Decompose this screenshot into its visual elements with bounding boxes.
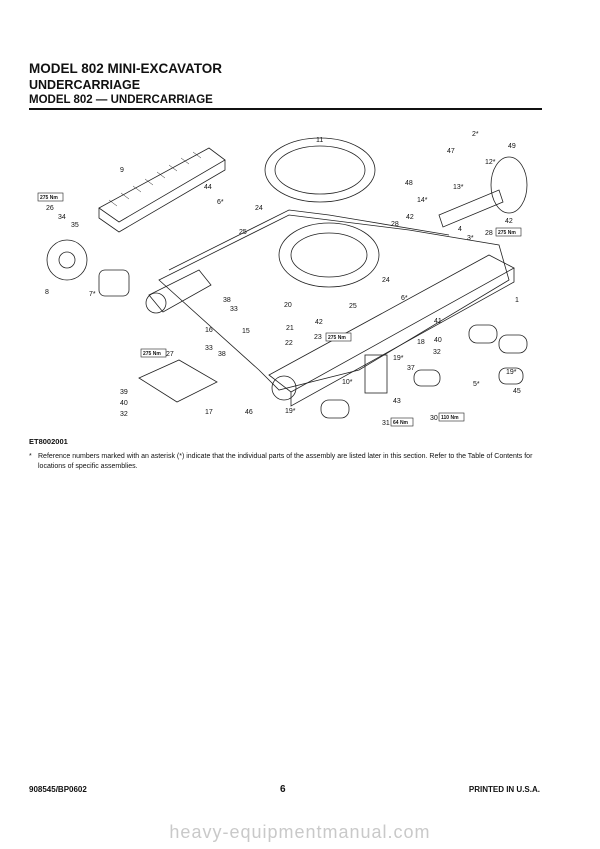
torque-tag: 275 Nm xyxy=(40,195,58,201)
callout: 25 xyxy=(349,303,357,310)
section-title: MODEL 802 — UNDERCARRIAGE xyxy=(29,94,213,106)
callout: 8 xyxy=(45,289,49,296)
callout: 14* xyxy=(417,197,428,204)
slewing-ring-drawing xyxy=(264,137,376,203)
torque-tag: 275 Nm xyxy=(498,230,516,236)
callout-labels: 1 2* 3* 4 5* 6* 6* 7* 8 9 10* 11 12* 13*… xyxy=(45,131,521,427)
header-rule xyxy=(29,108,542,110)
callout: 19* xyxy=(393,355,404,362)
callout: 19* xyxy=(506,369,517,376)
idler-drawing xyxy=(490,156,528,214)
callout: 37 xyxy=(407,365,415,372)
callout: 3* xyxy=(467,235,474,242)
callout: 49 xyxy=(508,143,516,150)
callout: 9 xyxy=(120,167,124,174)
callout: 32 xyxy=(120,411,128,418)
undercarriage-exploded-diagram: 1 2* 3* 4 5* 6* 6* 7* 8 9 10* 11 12* 13*… xyxy=(37,131,528,427)
torque-tag: 110 Nm xyxy=(441,415,459,421)
track-roller-drawings xyxy=(320,324,528,419)
callout: 12* xyxy=(485,159,496,166)
callout: 47 xyxy=(447,148,455,155)
callout: 33 xyxy=(230,306,238,313)
callout: 23 xyxy=(314,334,322,341)
callout: 48 xyxy=(405,180,413,187)
torque-tag: 275 Nm xyxy=(328,335,346,341)
callout: 13* xyxy=(453,184,464,191)
callout: 38 xyxy=(218,351,226,358)
callout: 28 xyxy=(391,221,399,228)
callout: 5* xyxy=(473,381,480,388)
callout: 28 xyxy=(485,230,493,237)
callout: 31 xyxy=(382,420,390,427)
callout: 22 xyxy=(285,340,293,347)
callout: 15 xyxy=(242,328,250,335)
callout: 24 xyxy=(255,205,263,212)
callout: 41 xyxy=(434,318,442,325)
torque-tag: 64 Nm xyxy=(393,420,409,426)
figure-id: ET8002001 xyxy=(29,437,68,446)
callout: 34 xyxy=(58,214,66,221)
callout: 17 xyxy=(205,409,213,416)
callout: 40 xyxy=(434,337,442,344)
callout: 42 xyxy=(505,218,513,225)
callout: 4 xyxy=(458,226,462,233)
callout: 42 xyxy=(406,214,414,221)
swivel-joint-drawing xyxy=(364,354,388,394)
cover-plate-drawing xyxy=(138,359,218,403)
callout: 20 xyxy=(284,302,292,309)
callout: 10* xyxy=(342,379,353,386)
torque-tags: 275 Nm 275 Nm 275 Nm 275 Nm 110 Nm 64 Nm xyxy=(37,192,522,427)
doc-number: 908545/BP0602 xyxy=(29,785,87,794)
callout: 39 xyxy=(120,389,128,396)
note-text: Reference numbers marked with an asteris… xyxy=(38,453,533,470)
callout: 44 xyxy=(204,184,212,191)
watermark: heavy-equipmentmanual.com xyxy=(169,822,431,842)
page-title: MODEL 802 MINI-EXCAVATOR xyxy=(29,61,223,76)
callout: 24 xyxy=(382,277,390,284)
sprocket-drawing xyxy=(46,239,88,281)
torque-tag: 275 Nm xyxy=(143,351,161,357)
travel-motor-drawing xyxy=(98,269,130,297)
callout: 46 xyxy=(245,409,253,416)
callout: 43 xyxy=(393,398,401,405)
callout: 32 xyxy=(433,349,441,356)
callout: 7* xyxy=(89,291,96,298)
callout: 18 xyxy=(417,339,425,346)
page-subtitle: UNDERCARRIAGE xyxy=(29,78,141,92)
callout: 30 xyxy=(430,415,438,422)
callout: 16 xyxy=(205,327,213,334)
page-number: 6 xyxy=(280,784,286,795)
callout: 35 xyxy=(71,222,79,229)
callout: 6* xyxy=(401,295,408,302)
lower-frame-drawing xyxy=(158,214,510,391)
callout: 45 xyxy=(513,388,521,395)
callout: 38 xyxy=(223,297,231,304)
callout: 27 xyxy=(166,351,174,358)
callout: 2* xyxy=(472,131,479,138)
callout: 6* xyxy=(217,199,224,206)
callout: 21 xyxy=(286,325,294,332)
printed-in: PRINTED IN U.S.A. xyxy=(468,785,540,794)
callout: 11 xyxy=(316,137,323,144)
callout: 42 xyxy=(315,319,323,326)
callout: 1 xyxy=(515,297,519,304)
note-asterisk: * xyxy=(29,453,32,460)
callout: 33 xyxy=(205,345,213,352)
asterisk-note: * Reference numbers marked with an aster… xyxy=(29,452,534,472)
track-frame-drawing xyxy=(268,254,515,393)
callout: 19* xyxy=(285,408,296,415)
callout: 26 xyxy=(46,205,54,212)
callout: 25 xyxy=(239,229,247,236)
callout: 40 xyxy=(120,400,128,407)
